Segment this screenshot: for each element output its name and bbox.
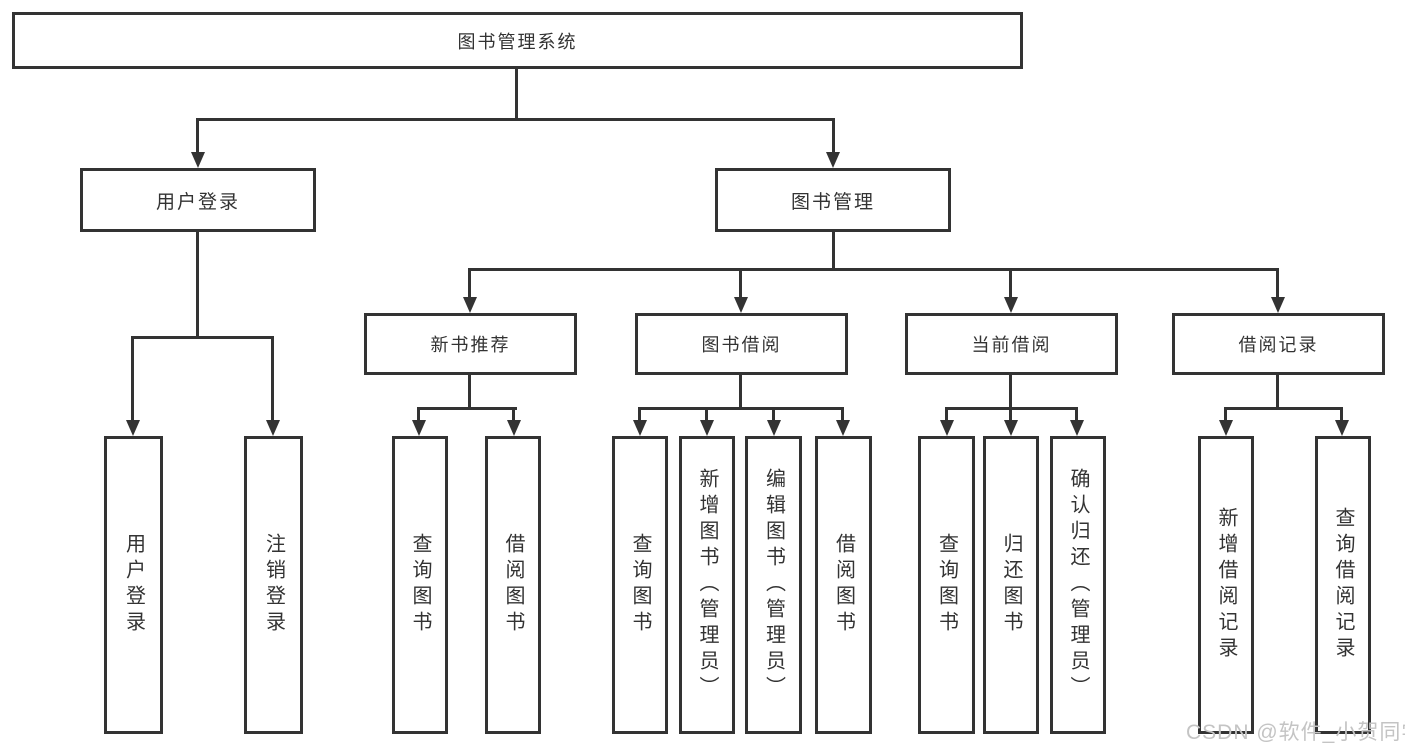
connector-line [1075,407,1078,423]
connector-line [638,407,844,410]
arrow-down-icon [126,420,140,436]
leaf-borrow-books-1: 借阅图书 [485,436,541,734]
node-label: 借阅记录 [1238,335,1319,355]
connector-line [271,336,274,423]
node-book-borrow: 图书借阅 [635,313,848,375]
connector-line [832,232,835,268]
arrow-down-icon [1271,297,1285,313]
arrow-down-icon [767,420,781,436]
leaf-confirm-return-admin: 确认归还（管理员） [1050,436,1106,734]
arrow-down-icon [507,420,521,436]
node-borrow-records: 借阅记录 [1172,313,1385,375]
arrow-down-icon [700,420,714,436]
connector-line [772,407,775,423]
arrow-down-icon [826,152,840,168]
arrow-down-icon [836,420,850,436]
leaf-label: 编辑图书（管理员） [762,468,785,702]
connector-line [417,407,517,410]
node-label: 图书借阅 [701,335,782,355]
connector-line [468,375,471,407]
node-new-book-recommend: 新书推荐 [364,313,577,375]
arrow-down-icon [463,297,477,313]
connector-line [1276,268,1279,299]
connector-line [196,118,199,154]
connector-line [417,407,420,423]
connector-line [1009,407,1012,423]
arrow-down-icon [1335,420,1349,436]
arrow-down-icon [1219,420,1233,436]
node-label: 用户登录 [155,191,240,213]
connector-line [841,407,844,423]
connector-line [638,407,641,423]
arrow-down-icon [266,420,280,436]
arrow-down-icon [1004,297,1018,313]
arrow-down-icon [734,297,748,313]
connector-line [468,268,471,299]
leaf-label: 注销登录 [262,533,285,637]
node-root: 图书管理系统 [12,12,1023,69]
connector-line [1276,375,1279,407]
connector-line [1340,407,1343,423]
connector-line [705,407,708,423]
connector-line [1009,375,1012,407]
leaf-query-books-3: 查询图书 [918,436,975,734]
leaf-label: 新增借阅记录 [1215,507,1237,663]
node-label: 图书管理 [790,191,875,213]
leaf-add-borrow-record: 新增借阅记录 [1198,436,1254,734]
arrow-down-icon [1070,420,1084,436]
leaf-borrow-books-2: 借阅图书 [815,436,872,734]
connector-line [739,375,742,407]
node-label: 新书推荐 [430,335,511,355]
leaf-label: 查询图书 [629,533,651,637]
leaf-label: 借阅图书 [832,533,855,637]
csdn-watermark: CSDN @软件_小贺同学 [1186,721,1405,744]
arrow-down-icon [412,420,426,436]
connector-line [1009,268,1012,299]
leaf-query-books-1: 查询图书 [392,436,448,734]
connector-line [945,407,948,423]
node-book-management: 图书管理 [715,168,951,232]
connector-line [468,268,1279,271]
connector-line [196,232,199,336]
connector-line [1224,407,1227,423]
leaf-label: 查询图书 [409,533,431,637]
connector-line [1224,407,1342,410]
leaf-label: 新增图书（管理员） [696,468,718,702]
leaf-label: 用户登录 [122,533,145,637]
connector-line [832,118,835,154]
connector-line [131,336,134,423]
leaf-label: 归还图书 [1000,533,1022,637]
connector-line [512,407,515,423]
arrow-down-icon [940,420,954,436]
connector-line [196,118,835,121]
node-user-login-module: 用户登录 [80,168,316,232]
arrow-down-icon [191,152,205,168]
leaf-label: 查询借阅记录 [1332,507,1354,663]
leaf-label: 查询图书 [935,533,958,637]
leaf-query-borrow-record: 查询借阅记录 [1315,436,1371,734]
node-current-borrow: 当前借阅 [905,313,1118,375]
leaf-logout: 注销登录 [244,436,303,734]
node-label: 当前借阅 [971,335,1052,355]
arrow-down-icon [1004,420,1018,436]
leaf-label: 确认归还（管理员） [1067,468,1089,702]
leaf-add-books-admin: 新增图书（管理员） [679,436,735,734]
connector-line [131,336,274,339]
connector-line [739,268,742,299]
leaf-return-books: 归还图书 [983,436,1039,734]
leaf-query-books-2: 查询图书 [612,436,668,734]
leaf-edit-books-admin: 编辑图书（管理员） [745,436,802,734]
arrow-down-icon [633,420,647,436]
node-root-label: 图书管理系统 [457,31,578,52]
connector-line [515,68,518,118]
leaf-label: 借阅图书 [502,533,524,637]
leaf-user-login: 用户登录 [104,436,163,734]
